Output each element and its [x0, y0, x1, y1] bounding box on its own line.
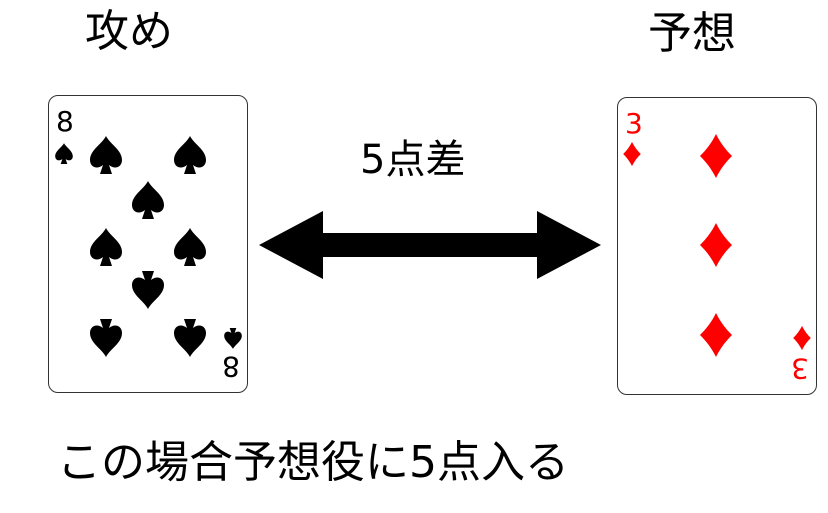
diamond-icon	[700, 134, 732, 178]
difference-label: 5点差	[360, 137, 466, 183]
spade-icon	[132, 181, 164, 219]
spade-icon	[174, 136, 206, 174]
caption: この場合予想役に5点入る	[57, 437, 569, 488]
spade-pips	[55, 136, 242, 357]
attack-card: 8 8	[48, 95, 248, 393]
diamond-icon	[700, 223, 732, 267]
spade-icon	[174, 319, 206, 357]
card-rank-top: 8	[56, 105, 74, 138]
diamond-icon	[623, 141, 641, 167]
card-rank-top: 3	[625, 107, 643, 140]
spade-icon	[90, 228, 122, 266]
spade-icon	[55, 143, 73, 164]
attack-title: 攻め	[85, 6, 173, 57]
diamond-icon	[793, 325, 811, 351]
spade-icon	[224, 328, 242, 349]
spade-icon	[90, 319, 122, 357]
spade-icon	[174, 228, 206, 266]
diamond-icon	[700, 313, 732, 357]
prediction-title: 予想	[648, 8, 736, 59]
spade-icon	[132, 271, 164, 309]
card-rank-bottom: 3	[791, 352, 809, 385]
card-rank-bottom: 8	[222, 350, 240, 383]
spade-icon	[90, 136, 122, 174]
diamond-pips	[623, 134, 811, 357]
double-headed-arrow-icon	[259, 211, 601, 279]
prediction-card: 3 3	[617, 97, 817, 395]
